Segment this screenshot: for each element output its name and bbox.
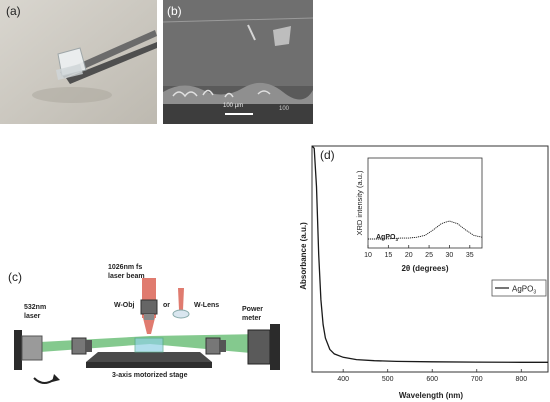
x-axis-label: Wavelength (nm) <box>399 391 463 400</box>
motorized-stage <box>86 352 212 362</box>
setup-diagram <box>14 278 280 384</box>
left-lens-mount <box>71 337 87 355</box>
green-beam-left <box>40 336 150 352</box>
inset-series-line <box>368 220 483 240</box>
panel-d-label: (d) <box>320 148 335 162</box>
inset-plot-frame <box>367 157 483 249</box>
right-lens-mount <box>205 337 221 355</box>
main-plot-frame <box>311 145 549 373</box>
legend-entry: AgPO3 <box>512 285 536 296</box>
power-meter-label-line2: meter <box>242 315 262 322</box>
inset-x-axis-label: 2θ (degrees) <box>401 264 448 273</box>
main-x-tick-label: 600 <box>426 376 438 383</box>
panel-a-label: (a) <box>6 4 21 18</box>
sem-scale-bar-label: 100 µm <box>223 103 244 109</box>
inset-x-tick-label: 15 <box>384 252 392 259</box>
sem-image <box>163 0 313 124</box>
panel-c-label: (c) <box>8 270 22 284</box>
y-axis-label: Absorbance (a.u.) <box>299 222 308 290</box>
fs-laser-beam-label-line2: laser beam <box>108 273 145 280</box>
main-x-tick-label: 700 <box>471 376 483 383</box>
inset-annotation: AgPO3 <box>376 234 398 242</box>
panel-d-chart: 400 500 600 700 800 AgPO3 Wavelength (nm) Ab… <box>296 136 550 402</box>
w-obj-label: W-Obj <box>114 302 135 309</box>
panel-a-photo: (a) <box>0 0 157 124</box>
inset-x-tick-label: 20 <box>405 252 413 259</box>
panel-b-label: (b) <box>167 4 182 18</box>
main-x-tick-label: 500 <box>382 376 394 383</box>
stage-label: 3-axis motorized stage <box>112 372 188 379</box>
main-x-tick-label: 400 <box>337 376 349 383</box>
series-line-agpo3 <box>311 145 548 363</box>
w-objective <box>140 299 158 315</box>
w-lens-beam <box>178 288 184 310</box>
w-lens <box>172 309 190 319</box>
power-meter-label-line1: Power <box>242 306 264 313</box>
inset-x-tick-label: 35 <box>466 252 474 259</box>
laser-source-label-line1: 532nm <box>24 304 47 311</box>
laser-532nm <box>21 335 43 361</box>
power-meter <box>247 329 271 365</box>
w-lens-label: W-Lens <box>194 302 220 309</box>
inset-y-axis-label: XRD intensity (a.u.) <box>355 170 364 236</box>
absorbance-chart: 400 500 600 700 800 AgPO3 Wavelength (nm) Ab… <box>299 145 549 400</box>
panel-b-sem-image: (b) 100 µm 100 <box>163 0 313 124</box>
fs-laser-beam-label-line1: 1026nm fs <box>108 264 143 271</box>
laser-mount <box>14 330 22 370</box>
legend-box <box>491 279 547 297</box>
main-x-tick-label: 800 <box>515 376 527 383</box>
inset-x-tick-label: 10 <box>364 252 372 259</box>
panel-c-setup-schematic: (c) 1026nm fs laser beam W-Obj or W-Lens… <box>0 250 300 402</box>
inset-x-tick-label: 30 <box>446 252 454 259</box>
laser-source-label-line2: laser <box>24 313 41 320</box>
or-label: or <box>163 302 170 309</box>
sem-scale-text-right: 100 <box>279 106 290 112</box>
glass-sample-photo <box>0 0 157 124</box>
inset-x-tick-label: 25 <box>425 252 433 259</box>
